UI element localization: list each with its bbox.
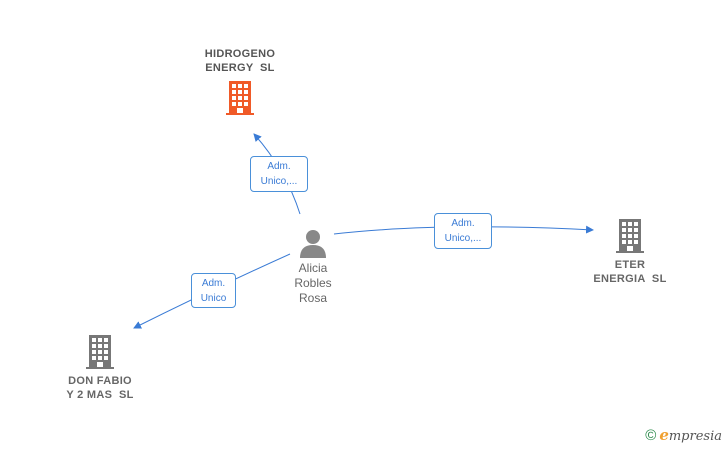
brand-logo[interactable]: empresia [659,426,722,444]
company-node-eter[interactable]: ETER ENERGIA SL [582,218,678,286]
company-name-eter: ETER ENERGIA SL [593,259,667,285]
edge-label-eter[interactable]: Adm. Unico,... [434,213,492,249]
brand-initial: e [659,426,669,444]
building-icon [86,335,114,369]
company-node-hidrogeno[interactable]: HIDROGENO ENERGY SL [190,47,290,116]
copyright-icon: © [645,426,657,444]
edge-label-donfabio[interactable]: Adm. Unico [191,273,236,308]
person-name: Alicia Robles Rosa [294,261,332,305]
edge-label-hidrogeno[interactable]: Adm. Unico,... [250,156,308,192]
company-name-hidrogeno: HIDROGENO ENERGY SL [204,48,276,74]
building-icon [226,81,254,115]
company-name-donfabio: DON FABIO Y 2 MAS SL [66,375,134,401]
brand-text: mpresia [668,429,722,444]
footer-branding: ©empresia [645,426,722,444]
building-icon [616,219,644,253]
person-icon [300,230,326,258]
person-node-alicia[interactable]: Alicia Robles Rosa [282,228,344,306]
company-node-donfabio[interactable]: DON FABIO Y 2 MAS SL [52,334,148,402]
